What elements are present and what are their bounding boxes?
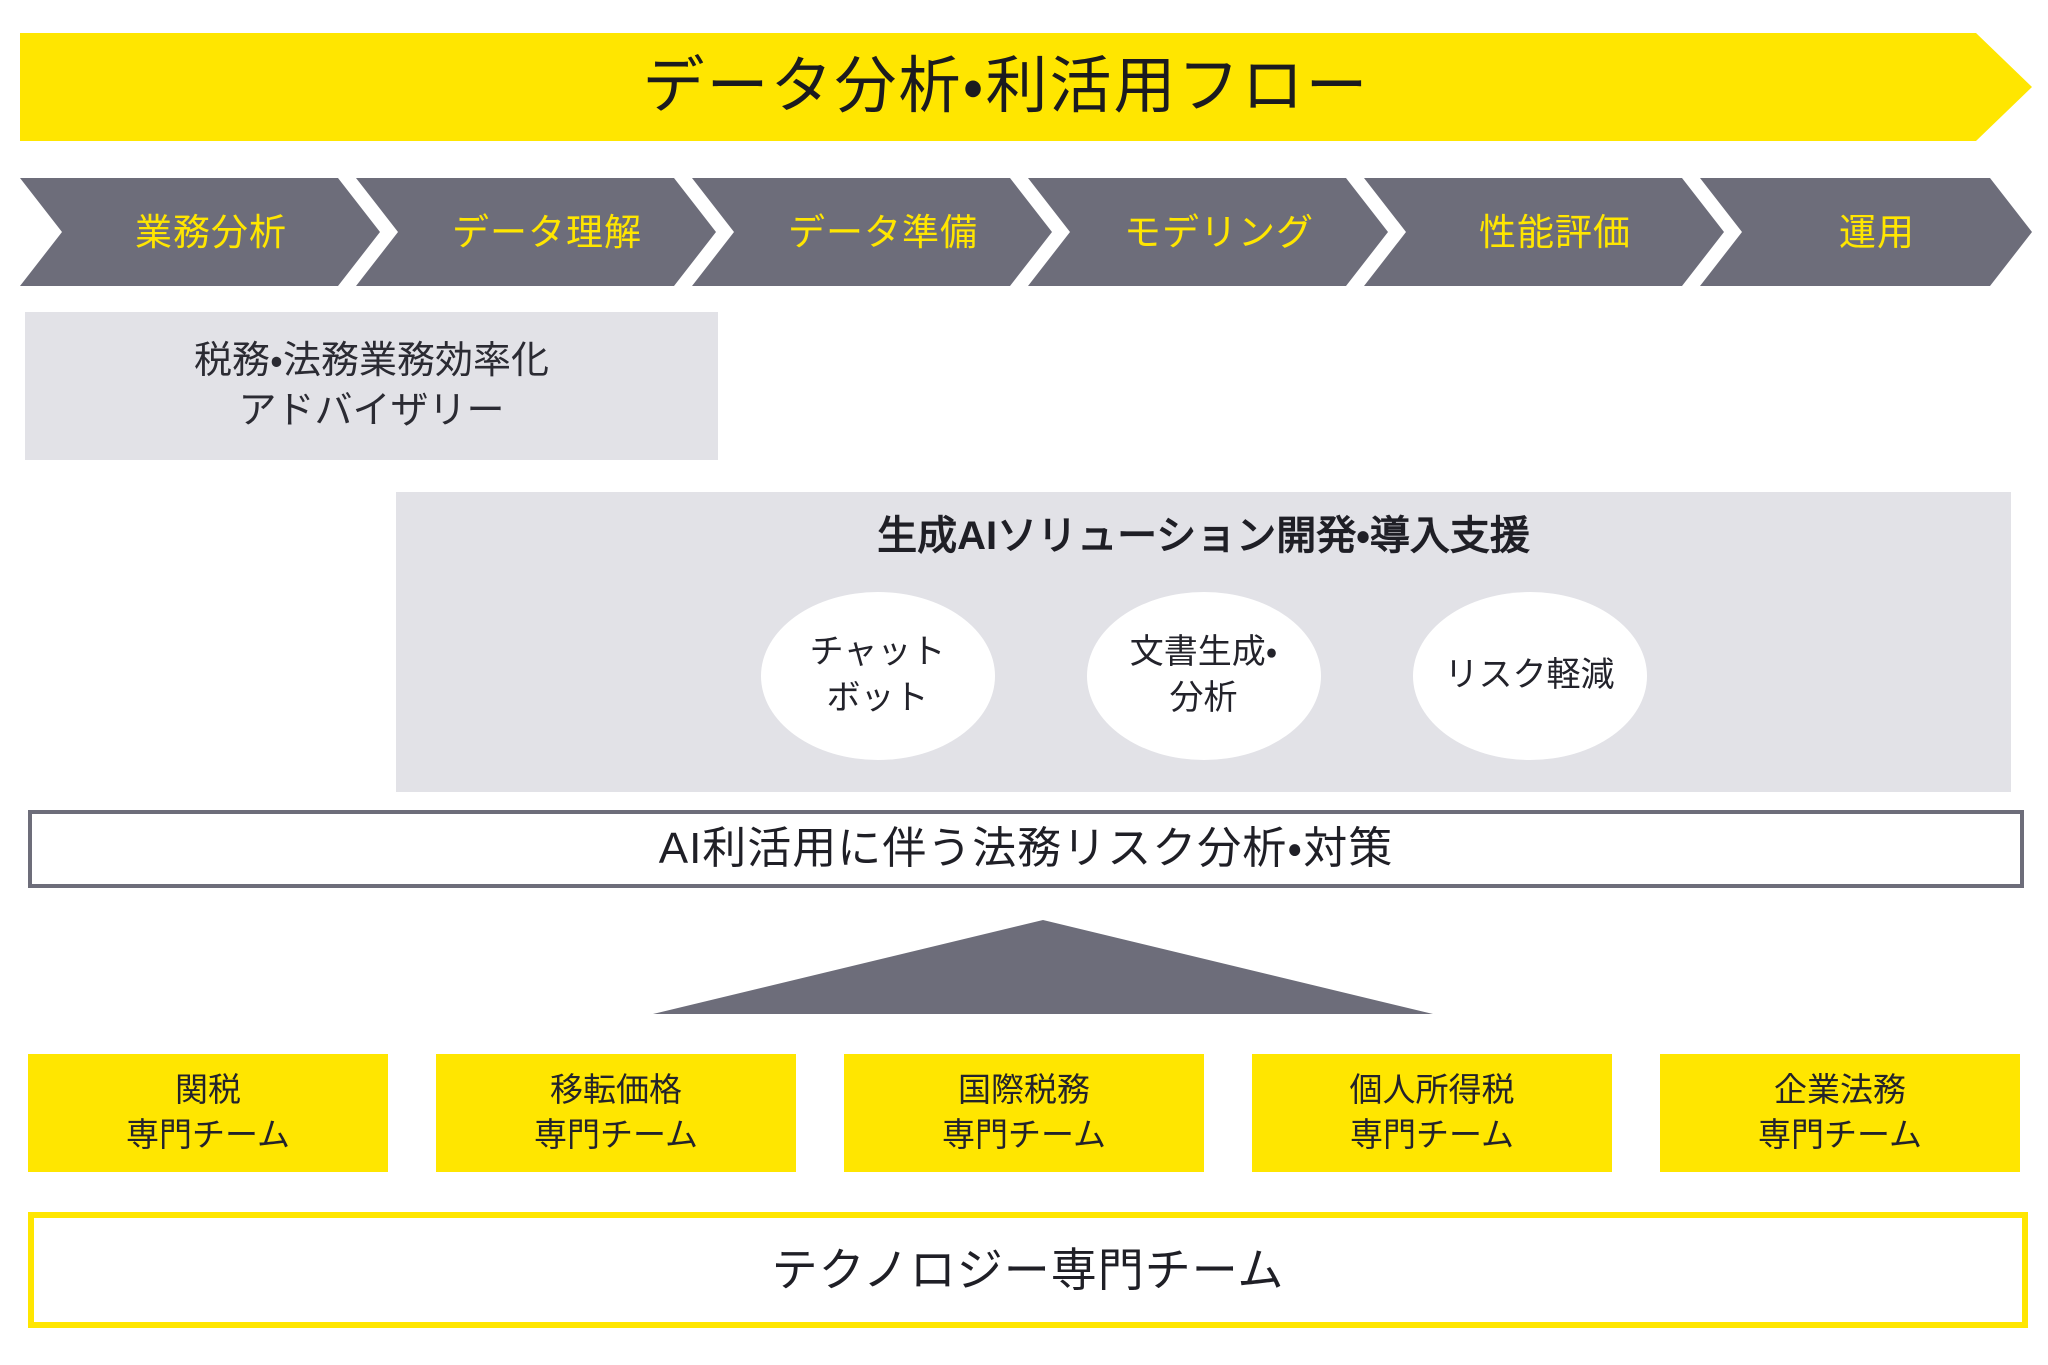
team-box-personal-income-tax[interactable]: 個人所得税 専門チーム [1252, 1054, 1612, 1172]
advisory-box[interactable]: 税務・法務業務効率化 アドバイザリー [25, 312, 718, 460]
process-step-3[interactable]: データ準備 [692, 178, 1052, 286]
process-step-5[interactable]: 性能評価 [1364, 178, 1724, 286]
page-title: データ分析・利活用フロー [642, 52, 1370, 121]
team-line-2: 専門チーム [941, 1116, 1106, 1153]
genai-solution-panel: 生成AIソリューション開発・導入支援 チャット ボット 文書生成・ 分析 リスク… [396, 492, 2011, 792]
team-line-1: 個人所得税 [1349, 1071, 1515, 1109]
technology-team-box[interactable]: テクノロジー専門チーム [28, 1212, 2028, 1328]
team-line-2: 専門チーム [125, 1116, 290, 1153]
process-step-label: 性能評価 [1479, 211, 1631, 253]
process-step-2[interactable]: データ理解 [356, 178, 716, 286]
legal-risk-box[interactable]: AI利活用に伴う法務リスク分析・対策 [28, 810, 2024, 888]
genai-bubble-document-generation[interactable]: 文書生成・ 分析 [1086, 592, 1321, 760]
specialist-team-row: 関税 専門チーム 移転価格 専門チーム 国際税務 専門チーム 個人所得税 専門チ… [28, 1054, 2020, 1172]
title-banner: データ分析・利活用フロー [20, 33, 2032, 141]
team-line-1: 関税 [175, 1071, 241, 1109]
genai-bubble-risk-reduction[interactable]: リスク軽減 [1412, 592, 1647, 760]
process-step-label: 運用 [1839, 211, 1915, 253]
team-box-corporate-legal[interactable]: 企業法務 専門チーム [1660, 1054, 2020, 1172]
genai-bubble-chatbot[interactable]: チャット ボット [760, 592, 995, 760]
process-step-label: データ理解 [452, 211, 642, 253]
genai-bubble-label: リスク軽減 [1444, 656, 1615, 695]
process-step-label: モデリング [1124, 211, 1314, 253]
process-step-label: 業務分析 [135, 211, 287, 253]
process-step-label: データ準備 [788, 211, 978, 253]
advisory-line-1: 税務・法務業務効率化 [194, 339, 549, 382]
team-line-2: 専門チーム [533, 1116, 698, 1153]
process-step-1[interactable]: 業務分析 [20, 178, 380, 286]
team-line-1: 移転価格 [550, 1071, 682, 1109]
genai-panel-heading: 生成AIソリューション開発・導入支援 [877, 514, 1530, 558]
genai-bubble-label: 文書生成・ 分析 [1129, 633, 1278, 717]
team-line-1: 企業法務 [1774, 1071, 1906, 1109]
team-box-transfer-pricing[interactable]: 移転価格 専門チーム [436, 1054, 796, 1172]
team-box-international-tax[interactable]: 国際税務 専門チーム [844, 1054, 1204, 1172]
genai-bubble-group: チャット ボット 文書生成・ 分析 リスク軽減 [396, 578, 2011, 774]
upward-triangle-icon [653, 920, 1433, 1014]
legal-risk-label: AI利活用に伴う法務リスク分析・対策 [658, 824, 1394, 873]
team-line-1: 国際税務 [958, 1071, 1090, 1109]
advisory-line-2: アドバイザリー [238, 390, 505, 432]
technology-team-label: テクノロジー専門チーム [771, 1244, 1285, 1296]
process-flow-row: 業務分析 データ理解 データ準備 モデリング 性能評価 運用 [20, 178, 2032, 286]
team-box-customs[interactable]: 関税 専門チーム [28, 1054, 388, 1172]
genai-bubble-label: チャット ボット [809, 633, 946, 717]
process-step-6[interactable]: 運用 [1700, 178, 2032, 286]
process-step-4[interactable]: モデリング [1028, 178, 1388, 286]
team-line-2: 専門チーム [1349, 1116, 1514, 1153]
team-line-2: 専門チーム [1757, 1116, 1922, 1153]
